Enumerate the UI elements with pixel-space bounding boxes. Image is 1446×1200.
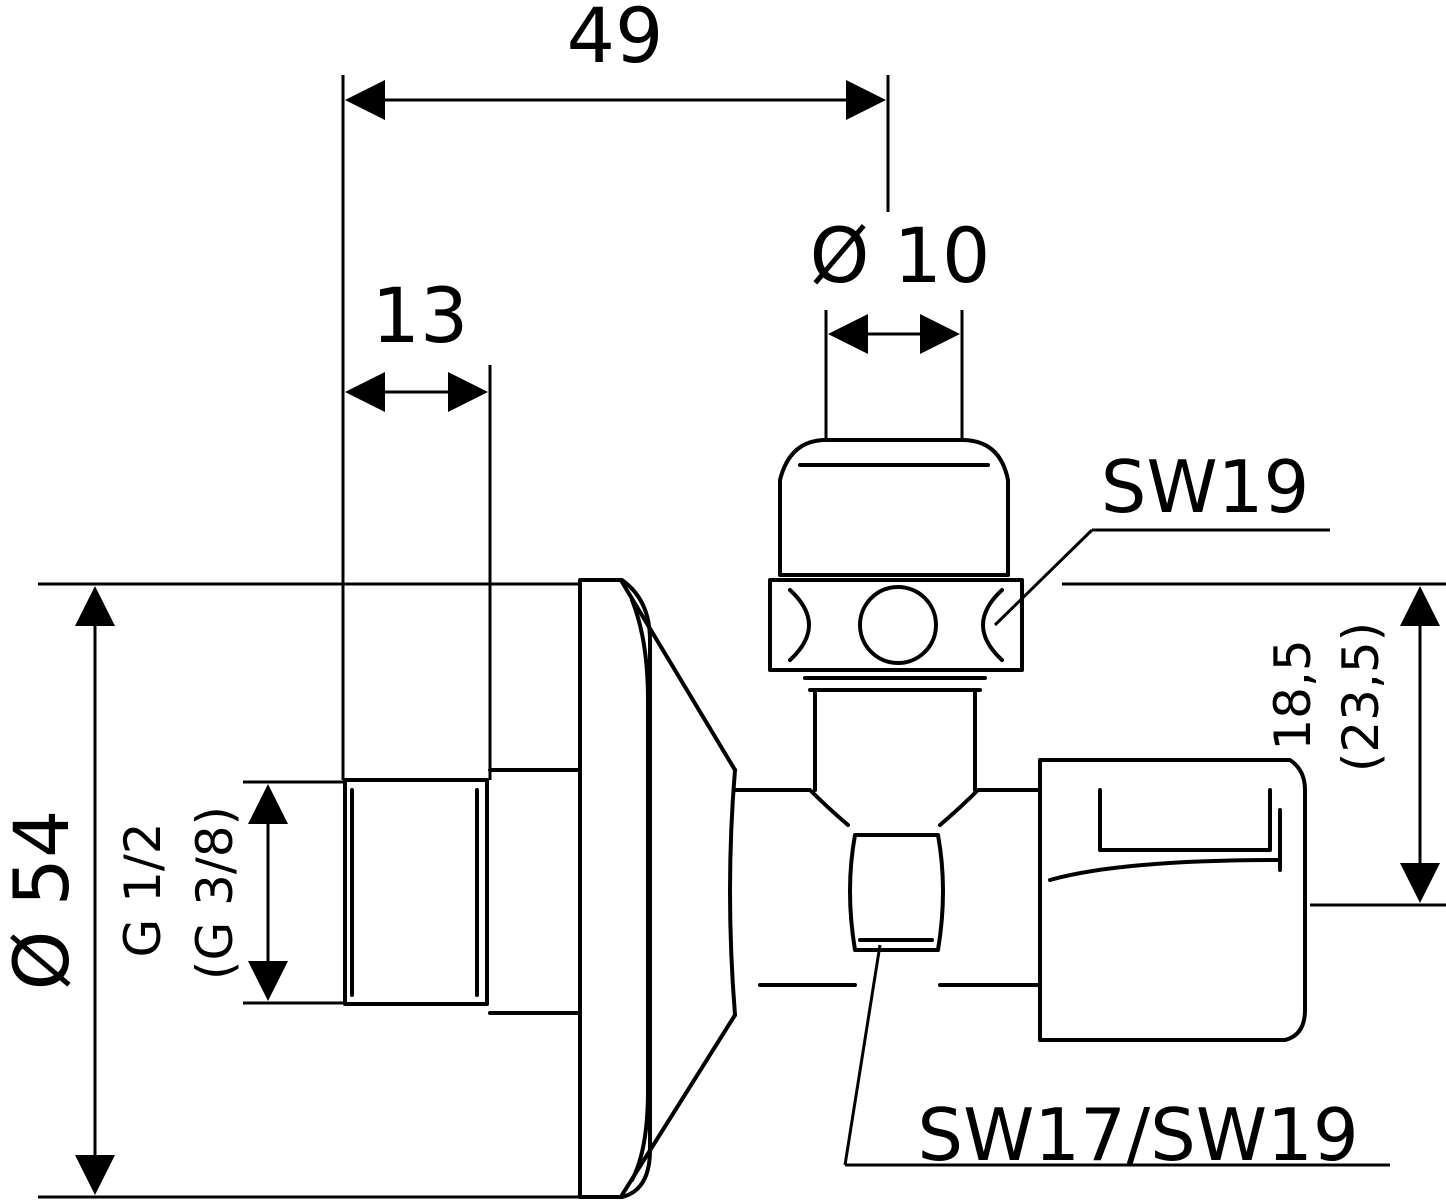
dimension-thread-length: 13 [345,271,488,412]
cartridge [848,833,945,952]
outlet-height-alt-label: (23,5) [1332,622,1390,772]
grip-bump-left [788,588,811,662]
thread-size-alt-label: (G 3/8) [186,806,244,980]
rosette [578,578,652,1199]
dimension-rosette-diameter: Ø 54 [0,586,115,1195]
outlet-height-label: 18,5 [1264,639,1322,750]
dimension-13-label: 13 [372,271,469,360]
handle-knob [768,578,1024,672]
threaded-connector [343,778,489,1006]
dimension-d54-label: Ø 54 [0,810,86,991]
dimension-d10-label: Ø 10 [810,211,991,300]
callout-handle-wrench: SW19 [993,445,1330,627]
sw17-sw19-label: SW17/SW19 [917,1093,1358,1177]
valve-body [343,438,1307,1199]
dimension-outlet-height: 18,5 (23,5) [1264,586,1440,903]
dimension-overall-length: 49 [345,0,886,120]
dimension-outlet-diameter: Ø 10 [810,211,991,354]
dimension-49-label: 49 [567,0,664,80]
thread-size-label: G 1/2 [114,822,172,957]
extension-lines [38,75,1446,1199]
grip-bump-right [981,588,1004,662]
outlet-nut [1038,758,1307,1042]
dimension-thread-size: G 1/2 (G 3/8) [114,784,288,1001]
sw19-label: SW19 [1101,445,1310,529]
grip-bump-center [858,585,938,665]
handle-cap [778,438,1010,577]
callout-nut-wrench: SW17/SW19 [843,944,1390,1177]
